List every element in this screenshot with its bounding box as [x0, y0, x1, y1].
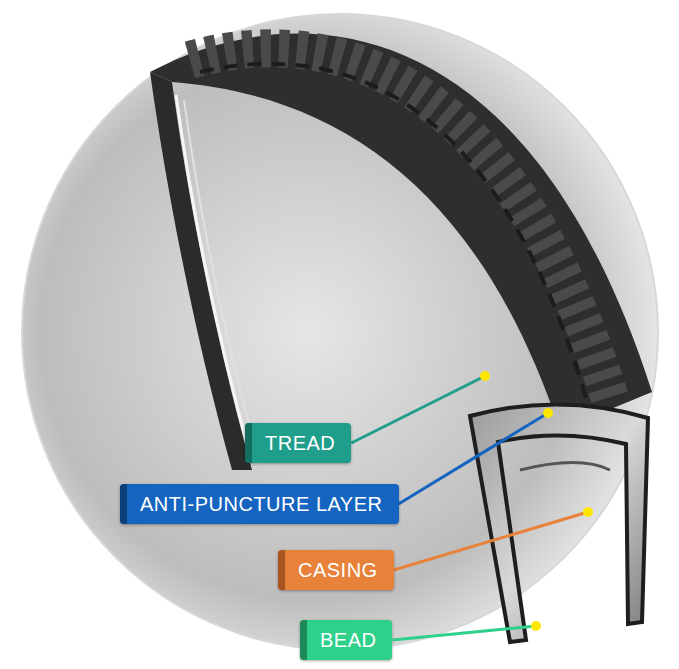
callout-dot: [543, 408, 553, 418]
callout-box: BEAD: [300, 620, 392, 660]
callout-dot: [531, 621, 541, 631]
box-stripe: [120, 484, 127, 524]
leader-line: [392, 626, 536, 640]
callout-box: TREAD: [245, 423, 351, 463]
tire-sidewall: [150, 72, 252, 470]
part-label: BEAD: [320, 629, 376, 652]
callout-box: ANTI-PUNCTURE LAYER: [120, 484, 399, 524]
callout-dot: [480, 371, 490, 381]
box-stripe: [245, 423, 252, 463]
tire-cross-section: [470, 404, 648, 642]
backdrop-circle: [22, 14, 658, 650]
leader-line: [399, 413, 549, 504]
box-stripe: [278, 550, 285, 590]
casing-curve: [520, 463, 610, 471]
callout-box: CASING: [278, 550, 394, 590]
tread-pattern: [190, 48, 612, 405]
leader-line: [351, 376, 485, 443]
box-stripe: [300, 620, 307, 660]
leader-line: [394, 512, 588, 570]
tread-pattern: [200, 64, 590, 412]
sidewall-stripe: [184, 100, 260, 464]
tire-tread: [150, 34, 652, 430]
part-label: CASING: [298, 559, 378, 582]
callout-dot: [583, 507, 593, 517]
part-label: TREAD: [265, 432, 335, 455]
part-label: ANTI-PUNCTURE LAYER: [140, 493, 383, 516]
